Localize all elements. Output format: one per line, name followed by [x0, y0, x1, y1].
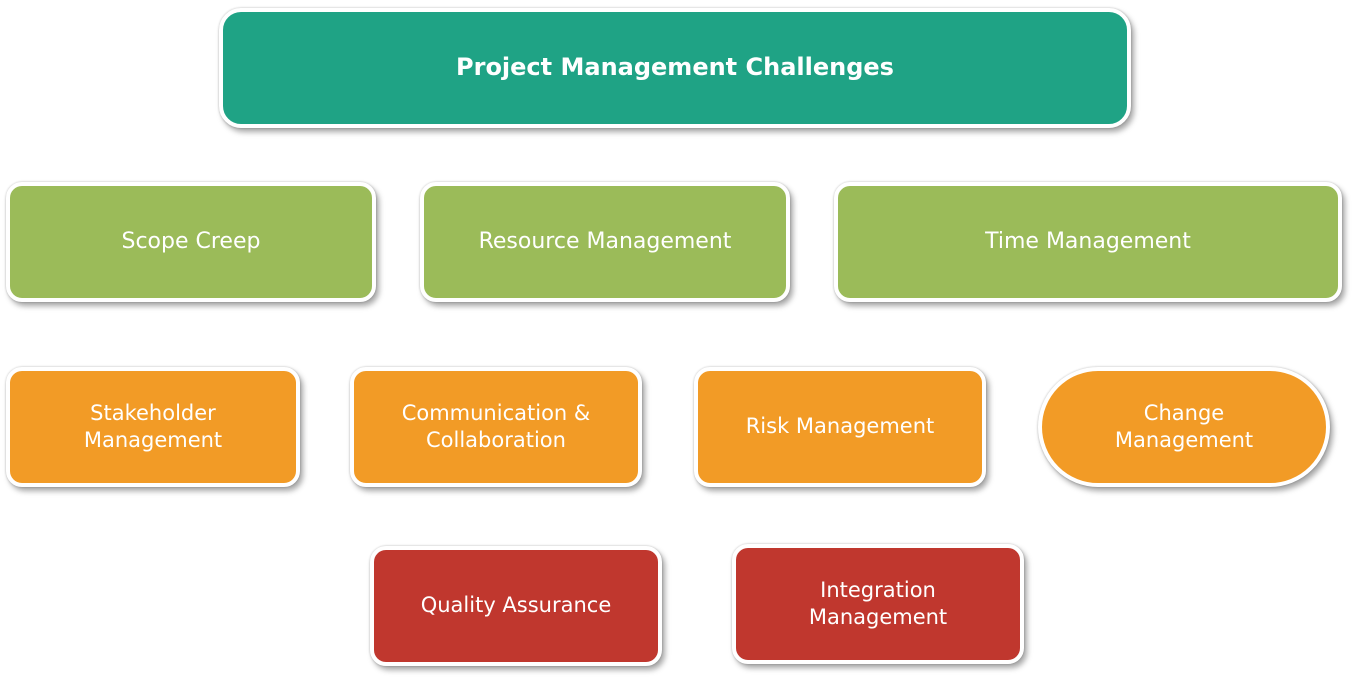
challenge-communication-collaboration: Communication & Collaboration — [350, 367, 642, 487]
challenge-label: Scope Creep — [121, 228, 261, 254]
challenge-integration-management: Integration Management — [732, 544, 1024, 664]
diagram-title-text: Project Management Challenges — [456, 53, 894, 82]
challenge-label: Time Management — [985, 228, 1191, 254]
challenge-label: Quality Assurance — [420, 593, 612, 618]
challenge-label: Integration Management — [808, 577, 948, 629]
challenge-stakeholder-management: Stakeholder Management — [6, 367, 300, 487]
challenge-quality-assurance: Quality Assurance — [370, 546, 662, 666]
challenge-resource-management: Resource Management — [420, 182, 790, 302]
challenge-label: Risk Management — [745, 414, 935, 439]
challenge-label: Resource Management — [478, 228, 732, 254]
challenge-label: Change Management — [1114, 400, 1254, 452]
challenge-scope-creep: Scope Creep — [6, 182, 376, 302]
diagram-title: Project Management Challenges — [219, 8, 1131, 128]
challenge-label: Stakeholder Management — [83, 400, 223, 452]
challenge-time-management: Time Management — [834, 182, 1342, 302]
challenge-change-management: Change Management — [1038, 367, 1330, 487]
challenge-risk-management: Risk Management — [694, 367, 986, 487]
challenge-label: Communication & Collaboration — [401, 400, 591, 452]
